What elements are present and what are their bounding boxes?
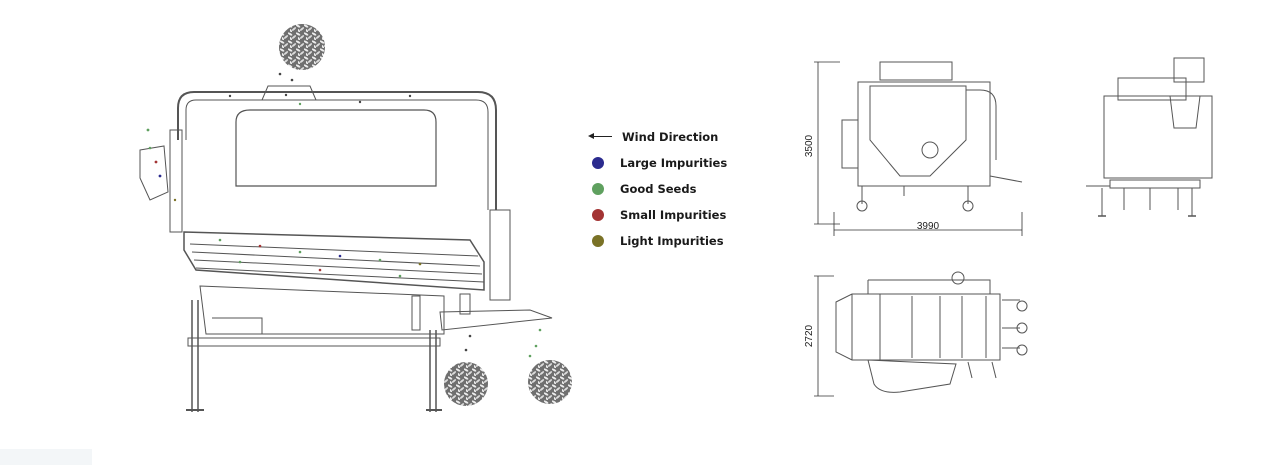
seed-particles (146, 72, 542, 358)
legend-row-small-impurities: Small Impurities (588, 202, 788, 228)
seed-sample-bottom-right (528, 360, 572, 404)
legend-row-large-impurities: Large Impurities (588, 150, 788, 176)
seed-sample-top (279, 24, 325, 70)
light-impurities-dot-icon (592, 235, 604, 247)
legend-item-label: Large Impurities (620, 156, 728, 170)
small-impurities-dot-icon (592, 209, 604, 221)
legend-item-label: Small Impurities (620, 208, 727, 222)
front-elevation-drawing (841, 61, 1023, 212)
dimension-lines-plan (814, 275, 834, 397)
left-arrow-icon (588, 132, 614, 142)
wind-direction-label: Wind Direction (622, 130, 719, 144)
legend-item-label: Light Impurities (620, 234, 724, 248)
legend-item-label: Good Seeds (620, 182, 697, 196)
plan-view-drawing (835, 271, 1028, 393)
height-dimension-label: 3500 (804, 134, 815, 157)
side-elevation-drawing (1086, 57, 1213, 217)
seed-sample-bottom-left (444, 362, 488, 406)
legend-row-good-seeds: Good Seeds (588, 176, 788, 202)
side-section-diagram (139, 85, 553, 412)
corner-strip (0, 449, 92, 465)
length-dimension-label: 3990 (917, 221, 940, 232)
legend-row-light-impurities: Light Impurities (588, 228, 788, 254)
legend: Wind Direction Large Impurities Good See… (588, 124, 788, 254)
legend-row-wind-direction: Wind Direction (588, 124, 788, 150)
large-impurities-dot-icon (592, 157, 604, 169)
good-seeds-dot-icon (592, 183, 604, 195)
dimension-lines-front (814, 61, 1023, 236)
width-dimension-label: 2720 (804, 324, 815, 347)
